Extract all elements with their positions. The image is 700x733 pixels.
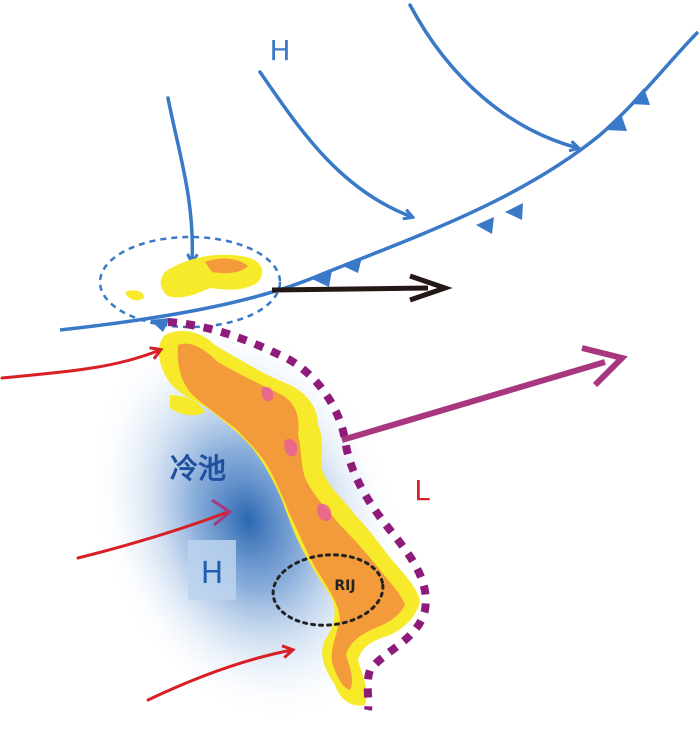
rij-label: RIJ xyxy=(334,578,355,594)
inflow-arrow-2 xyxy=(76,510,230,560)
outflow-arrow xyxy=(341,345,628,443)
echo-yellow-small-1 xyxy=(170,395,205,416)
cold-front-triangles xyxy=(150,88,650,332)
cold-pool-high-box xyxy=(188,540,236,600)
cold-pool-shading xyxy=(89,316,407,724)
echo-pink-2 xyxy=(284,439,298,457)
front-triangle xyxy=(605,114,627,131)
rij-outline xyxy=(271,553,385,627)
front-triangle xyxy=(343,257,362,273)
inflow-arrow-2-head xyxy=(211,498,233,527)
front-triangle xyxy=(630,88,650,105)
cold-flow-arrow-1 xyxy=(166,96,192,262)
front-triangle xyxy=(312,270,332,287)
echo-pink-3 xyxy=(317,503,332,522)
inflow-arrow-3 xyxy=(146,650,292,702)
inflow-arrows xyxy=(0,350,292,702)
front-triangle xyxy=(476,217,494,234)
high-pressure-label-cold-pool: H xyxy=(201,556,224,591)
gust-front-boundary xyxy=(167,318,430,711)
front-triangle xyxy=(505,203,523,220)
cold-flow-arrow-3 xyxy=(408,3,578,148)
front-echo-cluster xyxy=(125,254,263,301)
front-echo-yellow-small xyxy=(125,290,145,301)
echo-pink-1 xyxy=(261,386,274,402)
high-pressure-label-north: H xyxy=(269,34,290,67)
inflow-arrow-1 xyxy=(0,350,160,380)
front-triangle xyxy=(150,318,170,332)
radar-echo-band xyxy=(158,330,421,706)
cold-front-line xyxy=(59,30,700,332)
front-echo-orange xyxy=(205,258,248,274)
storm-motion-arrow xyxy=(271,273,453,303)
front-cluster-outline xyxy=(98,235,282,329)
cold-pool-label: 冷池 xyxy=(170,452,226,485)
cold-flow-arrow-2 xyxy=(258,70,412,217)
cold-flow-arrows xyxy=(166,3,578,262)
echo-orange xyxy=(177,343,405,690)
low-pressure-label: L xyxy=(414,474,430,507)
